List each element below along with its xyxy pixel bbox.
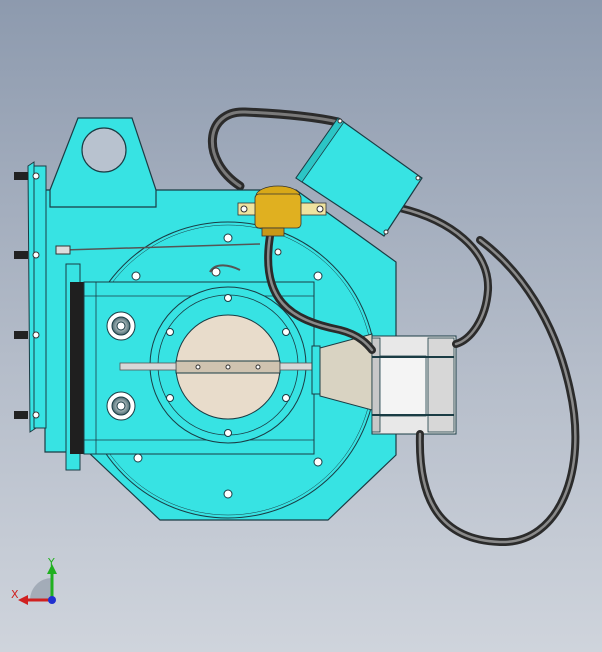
sensor-cable	[264, 204, 493, 354]
x-axis-label: X	[11, 588, 19, 601]
mounting-bolt	[14, 172, 40, 419]
rear-cable	[208, 107, 343, 191]
z-axis-dot	[48, 596, 56, 604]
junction-box[interactable]	[295, 117, 423, 237]
bearing-upper	[106, 311, 136, 341]
actuator-motor[interactable]	[371, 335, 457, 435]
pressure-switch[interactable]	[237, 185, 327, 237]
butterfly-disc[interactable]	[175, 314, 281, 420]
left-mounting-plate	[14, 161, 47, 433]
bearing-lower	[106, 391, 136, 421]
sensor-probe	[55, 243, 282, 277]
motor-cable	[415, 236, 580, 547]
coordinate-triad: Y X	[11, 556, 57, 605]
y-axis-label: Y	[47, 556, 55, 569]
lifting-hole	[81, 127, 127, 173]
